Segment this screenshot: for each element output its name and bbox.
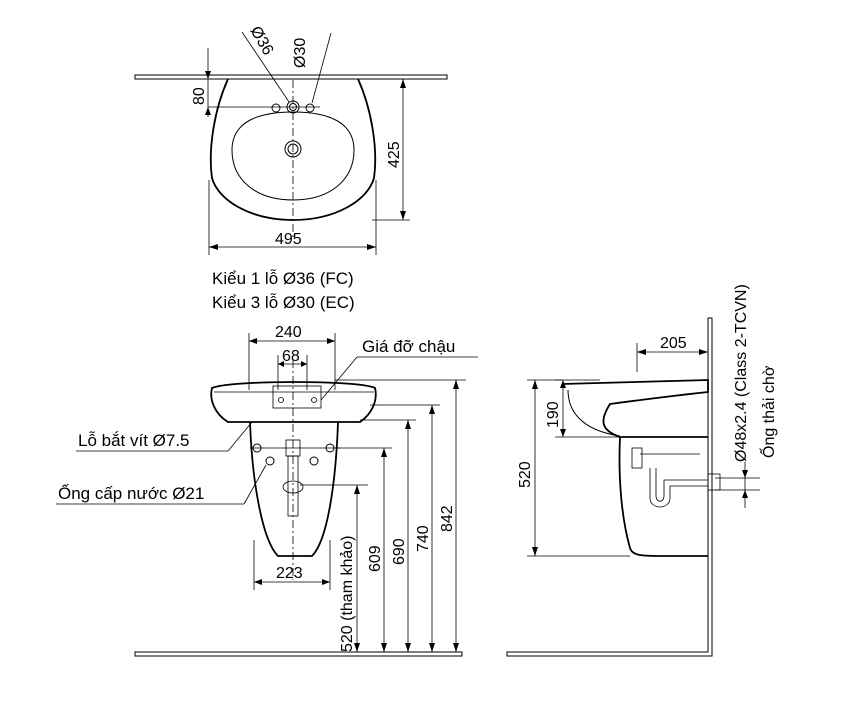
trap-pipe	[287, 455, 299, 517]
dim-740-arrow-2	[429, 643, 435, 652]
dim-425-arrow-2	[400, 211, 406, 220]
supply-pipe-left	[265, 456, 275, 466]
caption-type-1: Kiểu 1 lỗ Ø36 (FC)	[212, 269, 354, 288]
dim-842-text: 842	[439, 505, 456, 532]
dim-240-arrow-1	[249, 338, 257, 344]
side-view: 205 190 520 Ø48x2.4 (Class 2-TCVN) Ống t…	[506, 284, 778, 657]
dim-690-text: 690	[391, 538, 408, 565]
dim-842-arrow-2	[453, 643, 459, 652]
label-screw-hole: Lỗ bắt vít Ø7.5	[78, 431, 190, 450]
dim-205-text: 205	[660, 335, 687, 352]
dim-740-arrow-1	[429, 405, 435, 414]
label-drain-pipe: Ống thải chờ	[758, 365, 778, 458]
dim-80-arrow-2	[205, 107, 211, 115]
dim-223-arrow-1	[254, 579, 262, 585]
caption-type-3: Kiểu 3 lỗ Ø30 (EC)	[212, 293, 355, 312]
dim-223-arrow-2	[322, 579, 330, 585]
dim-520-arrow-2	[354, 643, 360, 652]
trap-side-top	[631, 447, 643, 469]
wall-top-line	[134, 74, 448, 80]
dim-80-arrow-1	[205, 71, 211, 79]
dim-68-text: 68	[282, 348, 300, 365]
dim-520-side-arrow-1	[532, 380, 538, 389]
dim-190-text: 190	[545, 401, 562, 428]
dim-520-side-text: 520	[517, 461, 534, 488]
floor-wall-side	[506, 317, 713, 657]
tap-hole-right	[305, 103, 315, 113]
trap-nut	[282, 480, 304, 494]
tap-hole-left	[271, 103, 281, 113]
dim-190-arrow-1	[560, 380, 566, 388]
basin-side-bowl	[567, 389, 621, 437]
dim-690-arrow-1	[405, 420, 411, 429]
dim-842-arrow-1	[453, 380, 459, 389]
bracket-screw-left	[278, 397, 284, 403]
dim-495-arrow-2	[367, 244, 376, 250]
label-o30: Ø30	[292, 38, 309, 68]
basin-side-outline	[561, 379, 709, 438]
top-view: Ø36 Ø30 80 425 495 Kiểu 1 lỗ Ø36 (FC) Ki…	[134, 24, 448, 312]
label-drain-spec: Ø48x2.4 (Class 2-TCVN)	[733, 284, 750, 462]
label-supply-leader	[243, 464, 267, 505]
front-view: 240 68 Giá đỡ chậu Lỗ bắt vít Ø7.5 Ống c…	[56, 324, 478, 657]
dim-690-arrow-2	[405, 643, 411, 652]
label-o36: Ø36	[247, 24, 277, 59]
pedestal-outline	[249, 421, 339, 557]
drain-wall-fitting	[707, 473, 721, 491]
trap-side-u	[649, 468, 708, 508]
trap-side-u-inner	[655, 468, 708, 502]
dim-520-arrow-1	[354, 485, 360, 494]
dim-68-arrow-2	[301, 361, 307, 367]
dim-223-text: 223	[276, 565, 303, 582]
label-screw-leader	[227, 421, 253, 452]
dim-520-ref-text: 520 (tham khảo)	[339, 535, 356, 652]
dim-205-arrow-2	[699, 349, 708, 355]
dim-68-arrow-1	[278, 361, 284, 367]
dim-drain-arrow-1	[742, 470, 748, 478]
dim-495-text: 495	[275, 231, 302, 248]
dim-609-text: 609	[367, 545, 384, 572]
bracket-screw-right	[311, 397, 317, 403]
dim-425-text: 425	[386, 141, 403, 168]
dim-495-arrow-1	[209, 244, 218, 250]
dim-drain-arrow-2	[742, 490, 748, 498]
basin-bowl-top	[231, 111, 355, 201]
label-bracket: Giá đỡ chậu	[362, 337, 455, 356]
floor-line-front	[134, 651, 463, 657]
dim-80-text: 80	[191, 87, 208, 105]
dim-425-arrow-1	[400, 79, 406, 88]
dim-240-arrow-2	[327, 338, 335, 344]
dim-190-arrow-2	[560, 429, 566, 437]
basin-front-outline	[210, 381, 377, 423]
leader-o30	[311, 32, 332, 104]
pedestal-side-outline	[618, 436, 708, 557]
dim-609-arrow-2	[381, 643, 387, 652]
dim-205-arrow-1	[637, 349, 646, 355]
label-bracket-leader	[320, 356, 358, 401]
dim-740-text: 740	[415, 525, 432, 552]
dim-520-side-arrow-2	[532, 547, 538, 556]
dim-609-arrow-1	[381, 448, 387, 457]
bracket-shape	[272, 385, 322, 409]
label-supply-pipe: Ống cấp nước Ø21	[58, 483, 204, 503]
leader-o36	[241, 31, 290, 103]
supply-pipe-right	[309, 456, 319, 466]
dim-240-text: 240	[275, 324, 302, 341]
